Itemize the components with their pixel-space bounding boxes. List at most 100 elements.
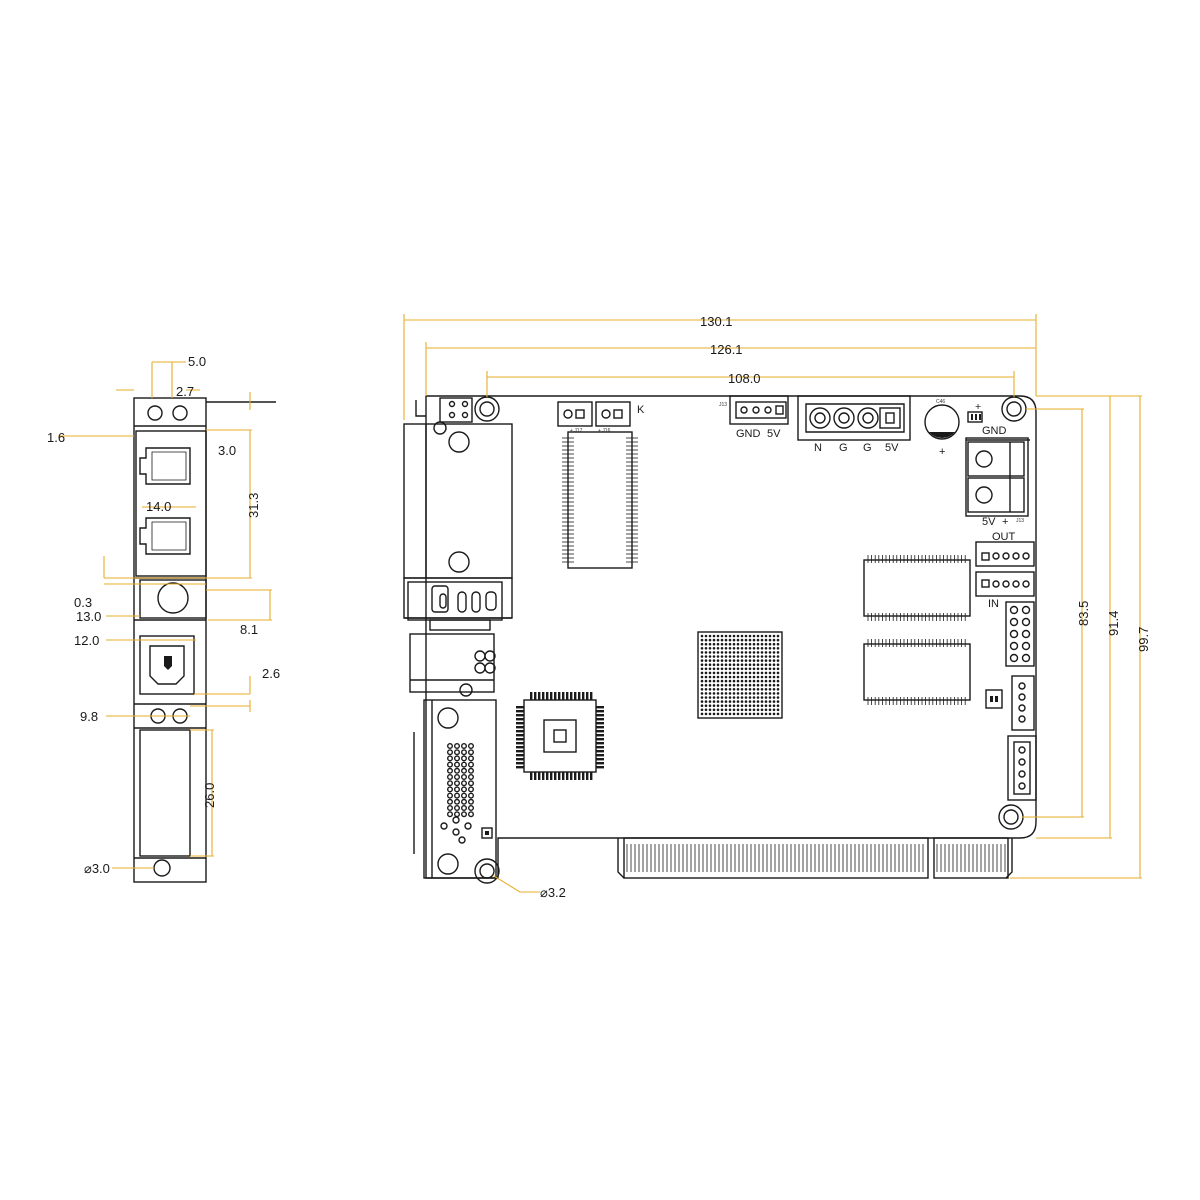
bga-ball — [764, 712, 768, 716]
bga-ball — [748, 692, 752, 695]
bga-ball — [752, 712, 756, 716]
qfp-pin — [596, 734, 604, 737]
bga-ball — [760, 655, 764, 658]
svg-text:C46: C46 — [936, 399, 945, 405]
bga-ball — [760, 647, 764, 650]
bga-ball — [700, 708, 704, 712]
fan-header: J13 — [719, 395, 789, 425]
qfp-pin — [596, 766, 604, 769]
audio-jack — [407, 581, 503, 631]
bga-ball — [704, 671, 708, 675]
bga-ball — [764, 704, 768, 707]
bga-ball — [764, 655, 768, 658]
header-pin — [1021, 605, 1031, 615]
qfp-pin — [538, 692, 541, 700]
bga-ball — [720, 651, 724, 654]
dvi-pin — [468, 774, 475, 781]
bga-ball — [728, 712, 732, 716]
bga-ball — [724, 692, 728, 695]
bga-ball — [720, 655, 724, 658]
bga-ball — [740, 712, 744, 716]
audio-jack-icon — [157, 582, 189, 614]
label-gnd-top: GND — [736, 428, 761, 440]
bga-ball — [716, 704, 720, 707]
qfp-chip — [516, 692, 604, 780]
bga-ball — [764, 683, 768, 687]
bga-ball — [736, 683, 740, 687]
header-pin — [1009, 629, 1019, 639]
bga-ball — [736, 688, 740, 691]
bga-ball — [740, 692, 744, 695]
bga-ball — [700, 675, 704, 679]
bga-ball — [772, 659, 776, 662]
bga-ball — [760, 700, 764, 703]
bga-ball — [716, 696, 720, 699]
dvi-pin — [468, 780, 475, 787]
bga-ball — [760, 683, 764, 687]
label-5v-out: 5V — [982, 516, 996, 528]
bga-ball — [760, 667, 764, 671]
bga-ball — [724, 655, 728, 658]
qfp-pin — [566, 772, 569, 780]
bga-ball — [728, 642, 732, 646]
qfp-pin — [582, 772, 585, 780]
bga-ball — [732, 675, 736, 679]
qfp-pin — [516, 726, 524, 729]
bga-ball — [728, 671, 732, 675]
bga-ball — [708, 696, 712, 699]
bga-ball — [740, 696, 744, 699]
bga-ball — [700, 655, 704, 658]
bga-ball — [764, 638, 768, 642]
bga-ball — [716, 712, 720, 716]
bga-ball — [764, 647, 768, 650]
dvi-pin — [447, 798, 454, 805]
bga-ball — [748, 683, 752, 687]
bga-ball — [756, 655, 760, 658]
bga-ball — [776, 683, 780, 687]
bga-ball — [724, 634, 728, 638]
dvi-pin — [447, 780, 454, 787]
bga-ball — [724, 675, 728, 679]
label-g1: G — [839, 442, 848, 454]
rj45-port-inner — [151, 451, 187, 481]
bga-ball — [708, 683, 712, 687]
bga-ball — [756, 647, 760, 650]
dvi-pin — [461, 798, 468, 805]
bga-ball — [764, 659, 768, 662]
bga-ball — [720, 692, 724, 695]
dvi-pin — [447, 755, 454, 762]
bga-ball — [740, 667, 744, 671]
bga-ball — [776, 642, 780, 646]
qfp-pin — [516, 738, 524, 741]
bga-ball — [724, 708, 728, 712]
dvi-pin — [454, 805, 461, 812]
dvi-pin — [447, 743, 454, 750]
bga-ball — [756, 708, 760, 712]
dvi-pin — [468, 805, 475, 812]
bga-ball — [736, 692, 740, 695]
bga-ball — [740, 647, 744, 650]
bga-ball — [768, 655, 772, 658]
qfp-pin — [516, 762, 524, 765]
bga-ball — [736, 675, 740, 679]
bga-ball — [744, 679, 748, 683]
bga-ball — [740, 683, 744, 687]
bga-ball — [744, 651, 748, 654]
bga-ball — [768, 634, 772, 638]
bga-ball — [760, 712, 764, 716]
dim-2-6: 2.6 — [262, 666, 280, 681]
dvi-pin — [461, 780, 468, 787]
bga-ball — [716, 708, 720, 712]
bga-ball — [748, 671, 752, 675]
bga-ball — [712, 663, 716, 666]
label-5v-power: 5V — [885, 442, 899, 454]
side-view: 5.0 2.7 1.6 3.0 31.3 14.0 0.3 13.0 8.1 1… — [47, 354, 280, 883]
qfp-pin — [516, 730, 524, 733]
dvi-pin — [454, 749, 461, 756]
qfp-pin — [558, 772, 561, 780]
bga-ball — [776, 704, 780, 707]
bga-ball — [748, 712, 752, 716]
bga-ball — [764, 651, 768, 654]
bga-ball — [728, 647, 732, 650]
bga-ball — [720, 712, 724, 716]
